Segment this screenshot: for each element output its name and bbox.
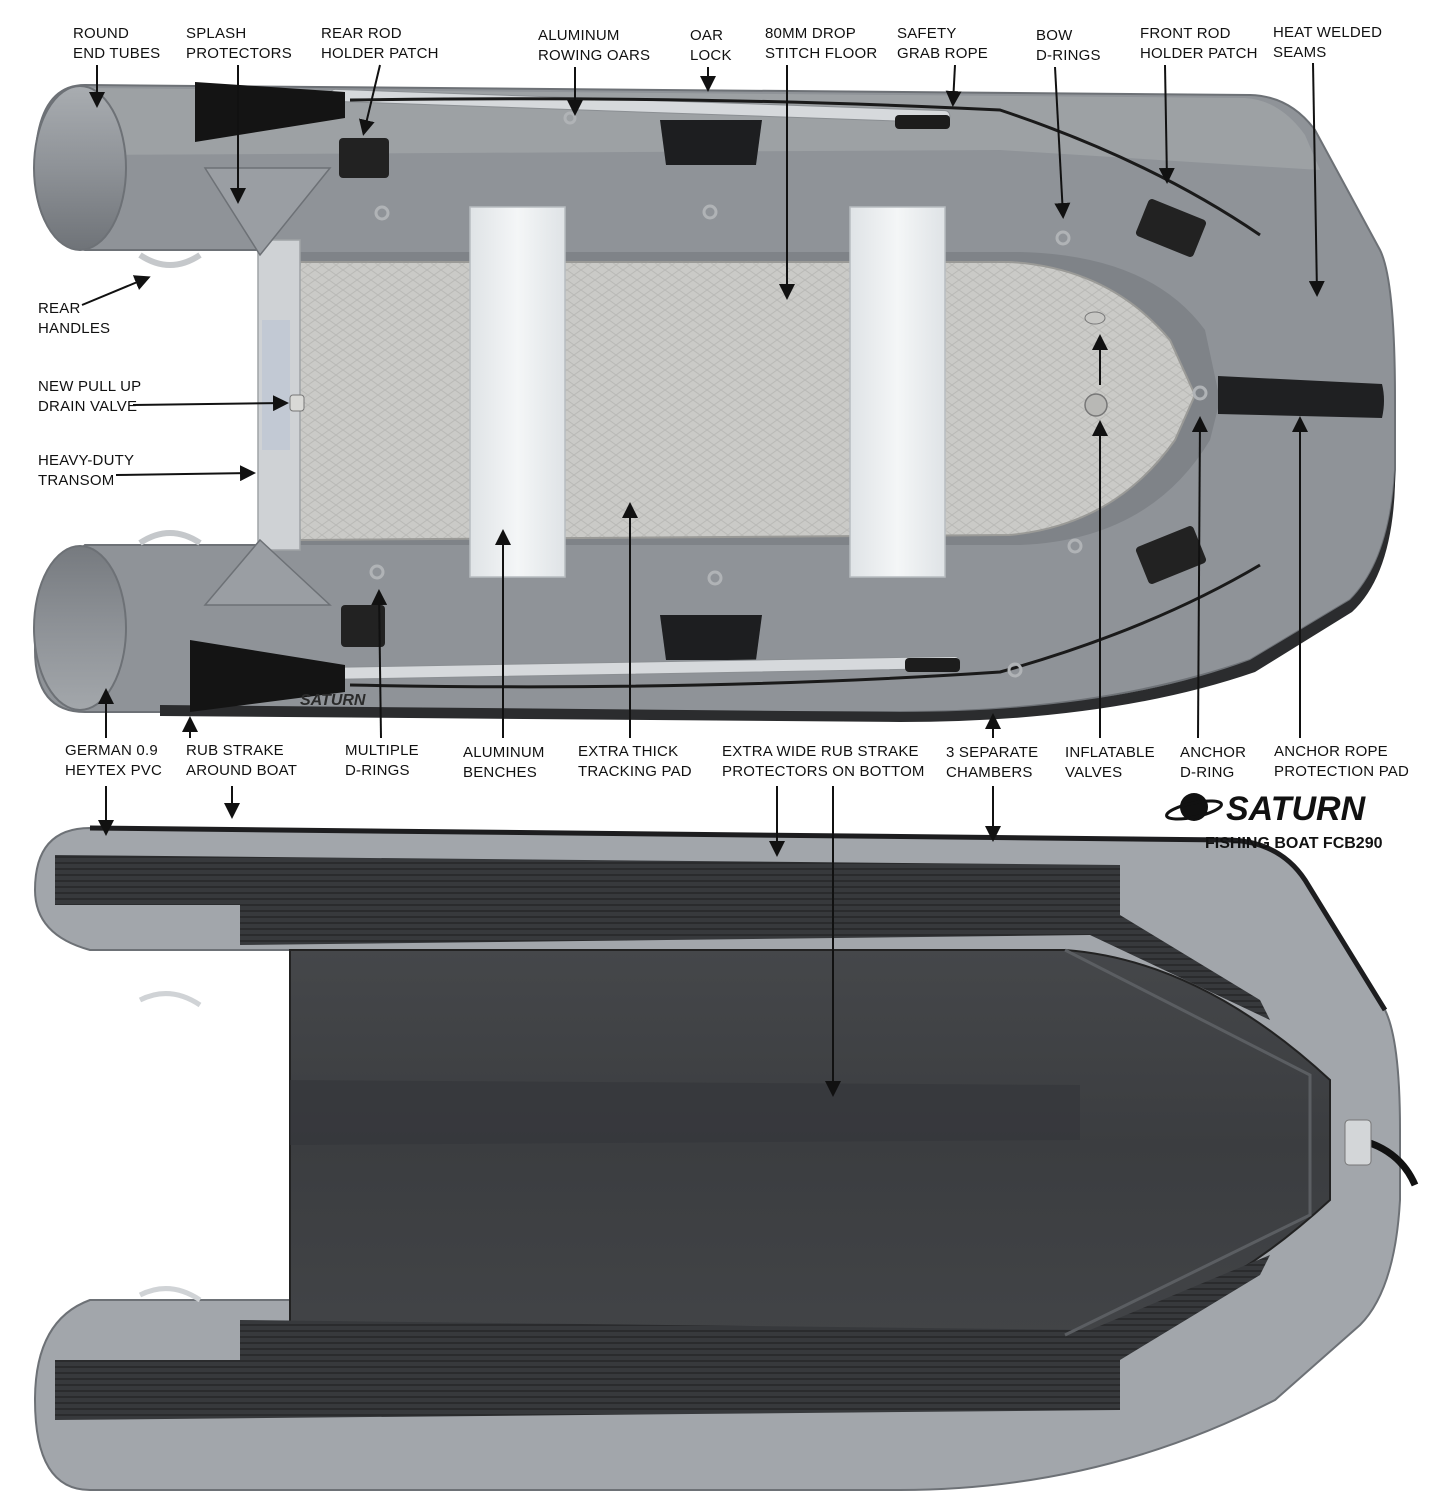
drop-stitch-floor <box>293 261 1197 542</box>
arrow-multiple-d-rings <box>371 589 388 739</box>
keel-strip <box>290 1080 1080 1145</box>
rear-rod-holder-bottom <box>341 605 385 647</box>
front-rod-holder-bottom <box>1135 526 1207 584</box>
transom-window <box>262 320 290 450</box>
planet-ring <box>1165 799 1223 821</box>
oar-lock-bottom <box>660 615 762 660</box>
rear-tube-end-bottom <box>33 545 127 711</box>
arrow-bow-d-rings <box>1054 66 1071 219</box>
brand-model: FISHING BOAT FCB290 <box>1205 835 1383 852</box>
rub-strake-protector-top <box>55 855 1270 1020</box>
aluminum-bench-rear <box>469 206 566 578</box>
boat-bottom-view <box>33 825 1419 1491</box>
anchor-rope-pad <box>1218 376 1384 418</box>
oar-blade-top <box>195 82 345 142</box>
floor-valve <box>1084 311 1106 325</box>
bow-v <box>1064 948 1312 1337</box>
arrow-transom <box>115 465 256 482</box>
splash-protector-bottom <box>203 538 332 606</box>
rear-handle-top <box>138 252 202 268</box>
oar-lock-top <box>660 120 762 165</box>
grab-rope-bottom <box>349 563 1261 689</box>
aluminum-bench-front <box>849 206 946 578</box>
bottom-handle-top <box>138 991 202 1008</box>
bottom-handle-bottom <box>138 1286 202 1303</box>
front-rod-holder-top <box>1135 199 1207 257</box>
inflatable-valve <box>1084 393 1108 417</box>
oar-blade-bottom <box>190 640 345 712</box>
rear-handle-bottom <box>138 530 202 546</box>
oar-grip-top <box>895 115 950 129</box>
d-rings <box>369 111 1208 678</box>
bow-fitting <box>1344 1119 1372 1166</box>
rear-rod-holder-top <box>339 138 389 178</box>
arrow-rear-rod-holder <box>359 64 381 136</box>
rub-strake-protector-bottom <box>55 1255 1270 1420</box>
boat-top-view: SATURN <box>33 82 1396 722</box>
oar-grip-bottom <box>905 658 960 672</box>
drain-valve <box>289 394 305 412</box>
arrow-heat-welded-seams <box>1308 62 1325 297</box>
arrow-front-rod-holder <box>1158 64 1175 184</box>
rear-tube-end-top <box>33 85 127 251</box>
brand-name: SATURN <box>1226 790 1367 828</box>
hull-brand-mark: SATURN <box>300 692 366 709</box>
outer-rim <box>89 825 1388 1012</box>
arrow-rear-handles <box>81 275 151 306</box>
brand-logo: SATURN FISHING BOAT FCB290 <box>1165 790 1383 852</box>
arrow-safety-grab-rope <box>945 64 962 107</box>
callout-arrows <box>81 62 1325 1097</box>
arrow-anchor-d-ring <box>1191 416 1208 739</box>
arrow-drain-valve <box>132 395 289 412</box>
